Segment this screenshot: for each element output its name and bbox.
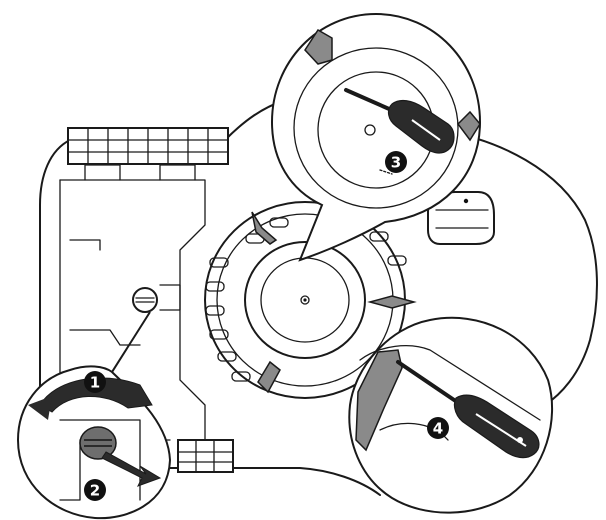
screwdriver-icon xyxy=(344,88,455,154)
step-3-number: 3 xyxy=(391,154,401,172)
callout-step-1-2: 1 2 xyxy=(16,311,172,520)
blade-clip-icon xyxy=(251,211,417,394)
rear-grille xyxy=(67,127,229,165)
step-2-number: 2 xyxy=(90,482,100,500)
step-4-number: 4 xyxy=(433,420,443,438)
step-1-number: 1 xyxy=(90,374,100,392)
callout-step-3: 3 xyxy=(270,12,482,262)
callout-step-4: 4 xyxy=(348,316,554,514)
screwdriver-icon xyxy=(396,360,540,459)
knob-icon xyxy=(132,287,158,313)
pull-arrow-icon xyxy=(101,451,162,487)
front-grille xyxy=(177,439,234,473)
rotate-arrow-icon xyxy=(28,377,153,420)
knob-zoomed-icon xyxy=(79,426,117,460)
